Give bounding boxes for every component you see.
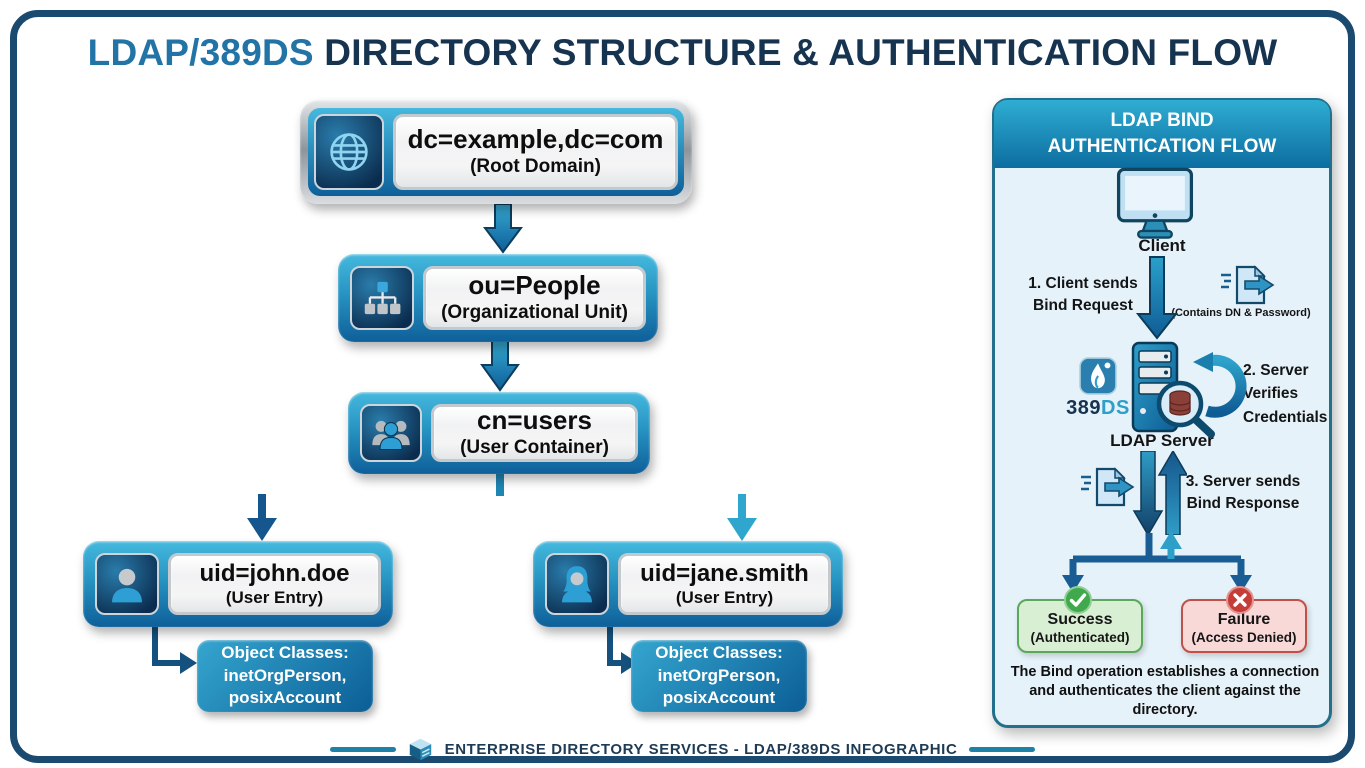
object-classes-box-jane: Object Classes: inetOrgPerson, posixAcco… [631,640,807,712]
node-label: ou=People [468,270,601,301]
tree-node-jane-smith: uid=jane.smith (User Entry) [533,541,843,627]
footer-line-left [329,747,396,752]
object-classes-line: posixAccount [662,688,776,708]
bind-exchange-arrows [1132,451,1187,535]
node-label: uid=jane.smith [640,559,809,587]
male-user-icon [95,553,159,615]
page-title: LDAP/389DS DIRECTORY STRUCTURE & AUTHENT… [0,32,1365,74]
tree-node-ou-people: ou=People (Organizational Unit) [338,254,658,342]
389ds-logo-text: 389DS [1066,397,1130,419]
node-sublabel: (User Container) [460,436,609,458]
user-group-icon [360,404,422,462]
tree-node-john-doe: uid=john.doe (User Entry) [83,541,393,627]
arrow-to-john [247,518,277,541]
credential-search-icon [1156,380,1215,438]
step1-note: (Contains DN & Password) [1171,307,1311,319]
object-classes-line: posixAccount [228,688,342,708]
flow-header-line2: AUTHENTICATION FLOW [1047,135,1277,157]
arrow-jane-objectclasses [607,624,621,666]
result-branch-arrows [1062,531,1252,593]
footer-line-right [969,747,1036,752]
flow-header-line1: LDAP BIND [1110,110,1214,131]
title-accent: LDAP/389DS [87,32,314,73]
step3-label: 3. Server sends Bind Response [1185,473,1301,512]
object-classes-line: inetOrgPerson, [657,665,781,685]
bind-flow-panel: LDAP BIND AUTHENTICATION FLOW Client 1. … [992,98,1332,728]
object-classes-line: inetOrgPerson, [223,665,347,685]
ldap-server-label: LDAP Server [1110,431,1214,450]
flow-caption: The Bind operation establishes a connect… [1010,664,1320,719]
verify-cycle-arrow [1193,352,1247,418]
arrow-john-objectclasses [152,624,180,666]
arrow-to-jane [727,518,757,541]
footer-cube-icon [409,738,431,761]
node-sublabel: (User Entry) [675,587,774,607]
title-rest: DIRECTORY STRUCTURE & AUTHENTICATION FLO… [313,32,1278,73]
object-classes-line: Object Classes: [221,643,349,663]
node-sublabel: (Root Domain) [470,155,601,177]
bind-request-document-icon [1221,265,1275,305]
step1-label: 1. Client sends Bind Request [1028,275,1138,314]
client-monitor-icon [1116,167,1194,239]
arrow-ou-to-cn [480,340,520,392]
node-label: dc=example,dc=com [407,124,664,155]
female-user-icon [545,553,609,615]
node-sublabel: (User Entry) [225,587,324,607]
step2-label: 2. Server Verifies Credentials [1243,362,1328,426]
footer: ENTERPRISE DIRECTORY SERVICES - LDAP/389… [0,737,1365,762]
bind-response-document-icon [1081,467,1135,507]
failure-x-icon [1226,586,1254,614]
object-classes-box-john: Object Classes: inetOrgPerson, posixAcco… [197,640,373,712]
success-check-icon [1064,586,1092,614]
bind-request-arrow [1135,256,1179,340]
globe-icon [314,114,384,190]
tree-node-cn-users: cn=users (User Container) [348,392,650,474]
client-label: Client [1138,236,1186,255]
node-label: uid=john.doe [199,559,350,587]
footer-text: ENTERPRISE DIRECTORY SERVICES - LDAP/389… [444,741,958,758]
flow-panel-header: LDAP BIND AUTHENTICATION FLOW [994,100,1330,169]
389ds-logo-icon [1079,357,1117,395]
node-sublabel: (Organizational Unit) [441,301,628,323]
tree-node-root: dc=example,dc=com (Root Domain) [300,100,692,204]
arrow-root-to-ou [483,203,523,254]
node-label: cn=users [477,405,592,436]
org-chart-icon [350,266,414,330]
object-classes-line: Object Classes: [655,643,783,663]
